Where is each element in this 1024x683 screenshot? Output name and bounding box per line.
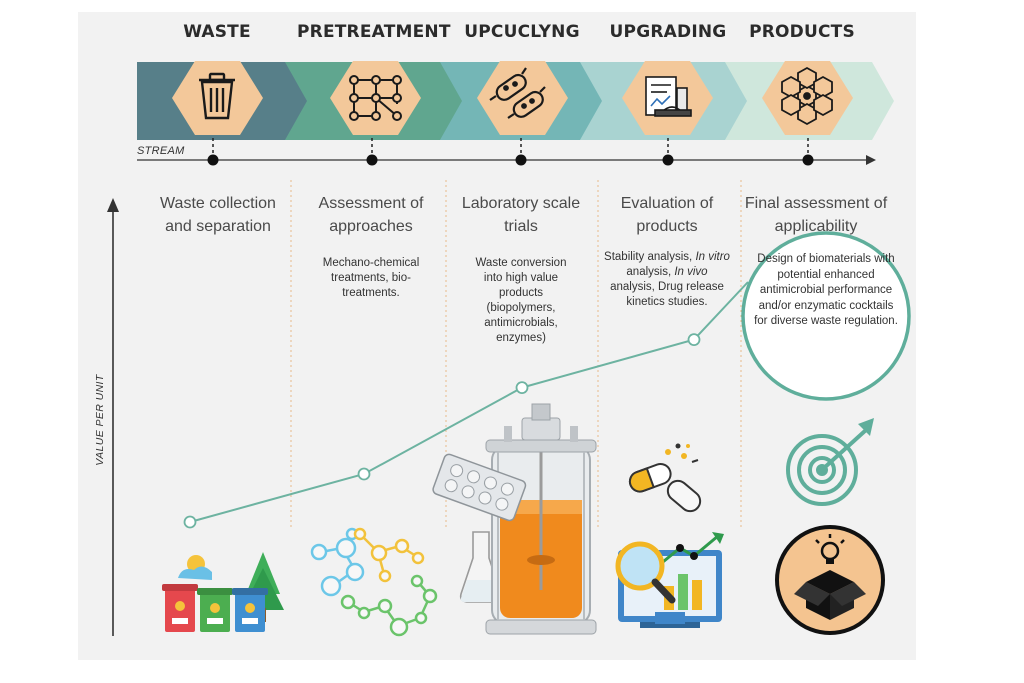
target-icon: [786, 418, 874, 506]
value-point-waste: [183, 515, 197, 529]
bacteria-icon: [489, 67, 546, 119]
stage-heading-waste: Waste collection and separation: [160, 195, 276, 235]
stage-heading-products: Final assessment of applicability: [744, 195, 888, 235]
final-stage-highlight-circle: [741, 231, 911, 401]
stage-description-pretreatment: Mechano-chemical treatments, bio-treatme…: [322, 257, 420, 299]
value-point-upgrading: [687, 333, 701, 347]
stage-title-products: PRODUCTS: [749, 22, 855, 42]
stage-hexagons: [172, 61, 853, 135]
stage-heading-pretreatment: Assessment of approaches: [318, 195, 424, 235]
value-series: [183, 281, 749, 529]
bioreactor-icon: [432, 403, 597, 635]
capsule-icon: [628, 443, 702, 513]
trash-bin-icon: [199, 72, 235, 120]
stream-label: STREAM: [137, 145, 185, 157]
stage-title-waste: WASTE: [183, 22, 251, 42]
y-axis-label: VALUE PER UNIT: [94, 374, 106, 466]
value-point-upcuclyng: [515, 381, 529, 395]
stage-heading-upcycling: Laboratory scale trials: [461, 195, 581, 235]
recycling-bins-icon: [162, 552, 284, 632]
hexagon-cluster-icon: [781, 66, 833, 126]
value-point-pretreatment: [357, 467, 371, 481]
stage-description-upcycling: Waste conversion into high value product…: [475, 257, 567, 344]
stream-timeline: [137, 138, 876, 166]
stage-description-upgrading: Stability analysis, In vitro analysis, I…: [604, 251, 730, 308]
molecule-structures-icon: [310, 527, 438, 637]
stage-title-pretreatment: PRETREATMENT: [297, 22, 451, 42]
analytics-icon: [615, 532, 724, 628]
stage-heading-upgrading: Evaluation of products: [620, 195, 714, 235]
lab-report-icon: [645, 76, 692, 117]
y-axis: [107, 198, 119, 636]
stage-description-products: Design of biomaterials with potential en…: [754, 253, 898, 327]
stage-title-upgrading: UPGRADING: [609, 22, 727, 42]
network-nodes-icon: [349, 75, 402, 121]
stage-title-upcycling: UPCUCLYNG: [464, 22, 580, 42]
idea-box-icon: [775, 525, 885, 635]
